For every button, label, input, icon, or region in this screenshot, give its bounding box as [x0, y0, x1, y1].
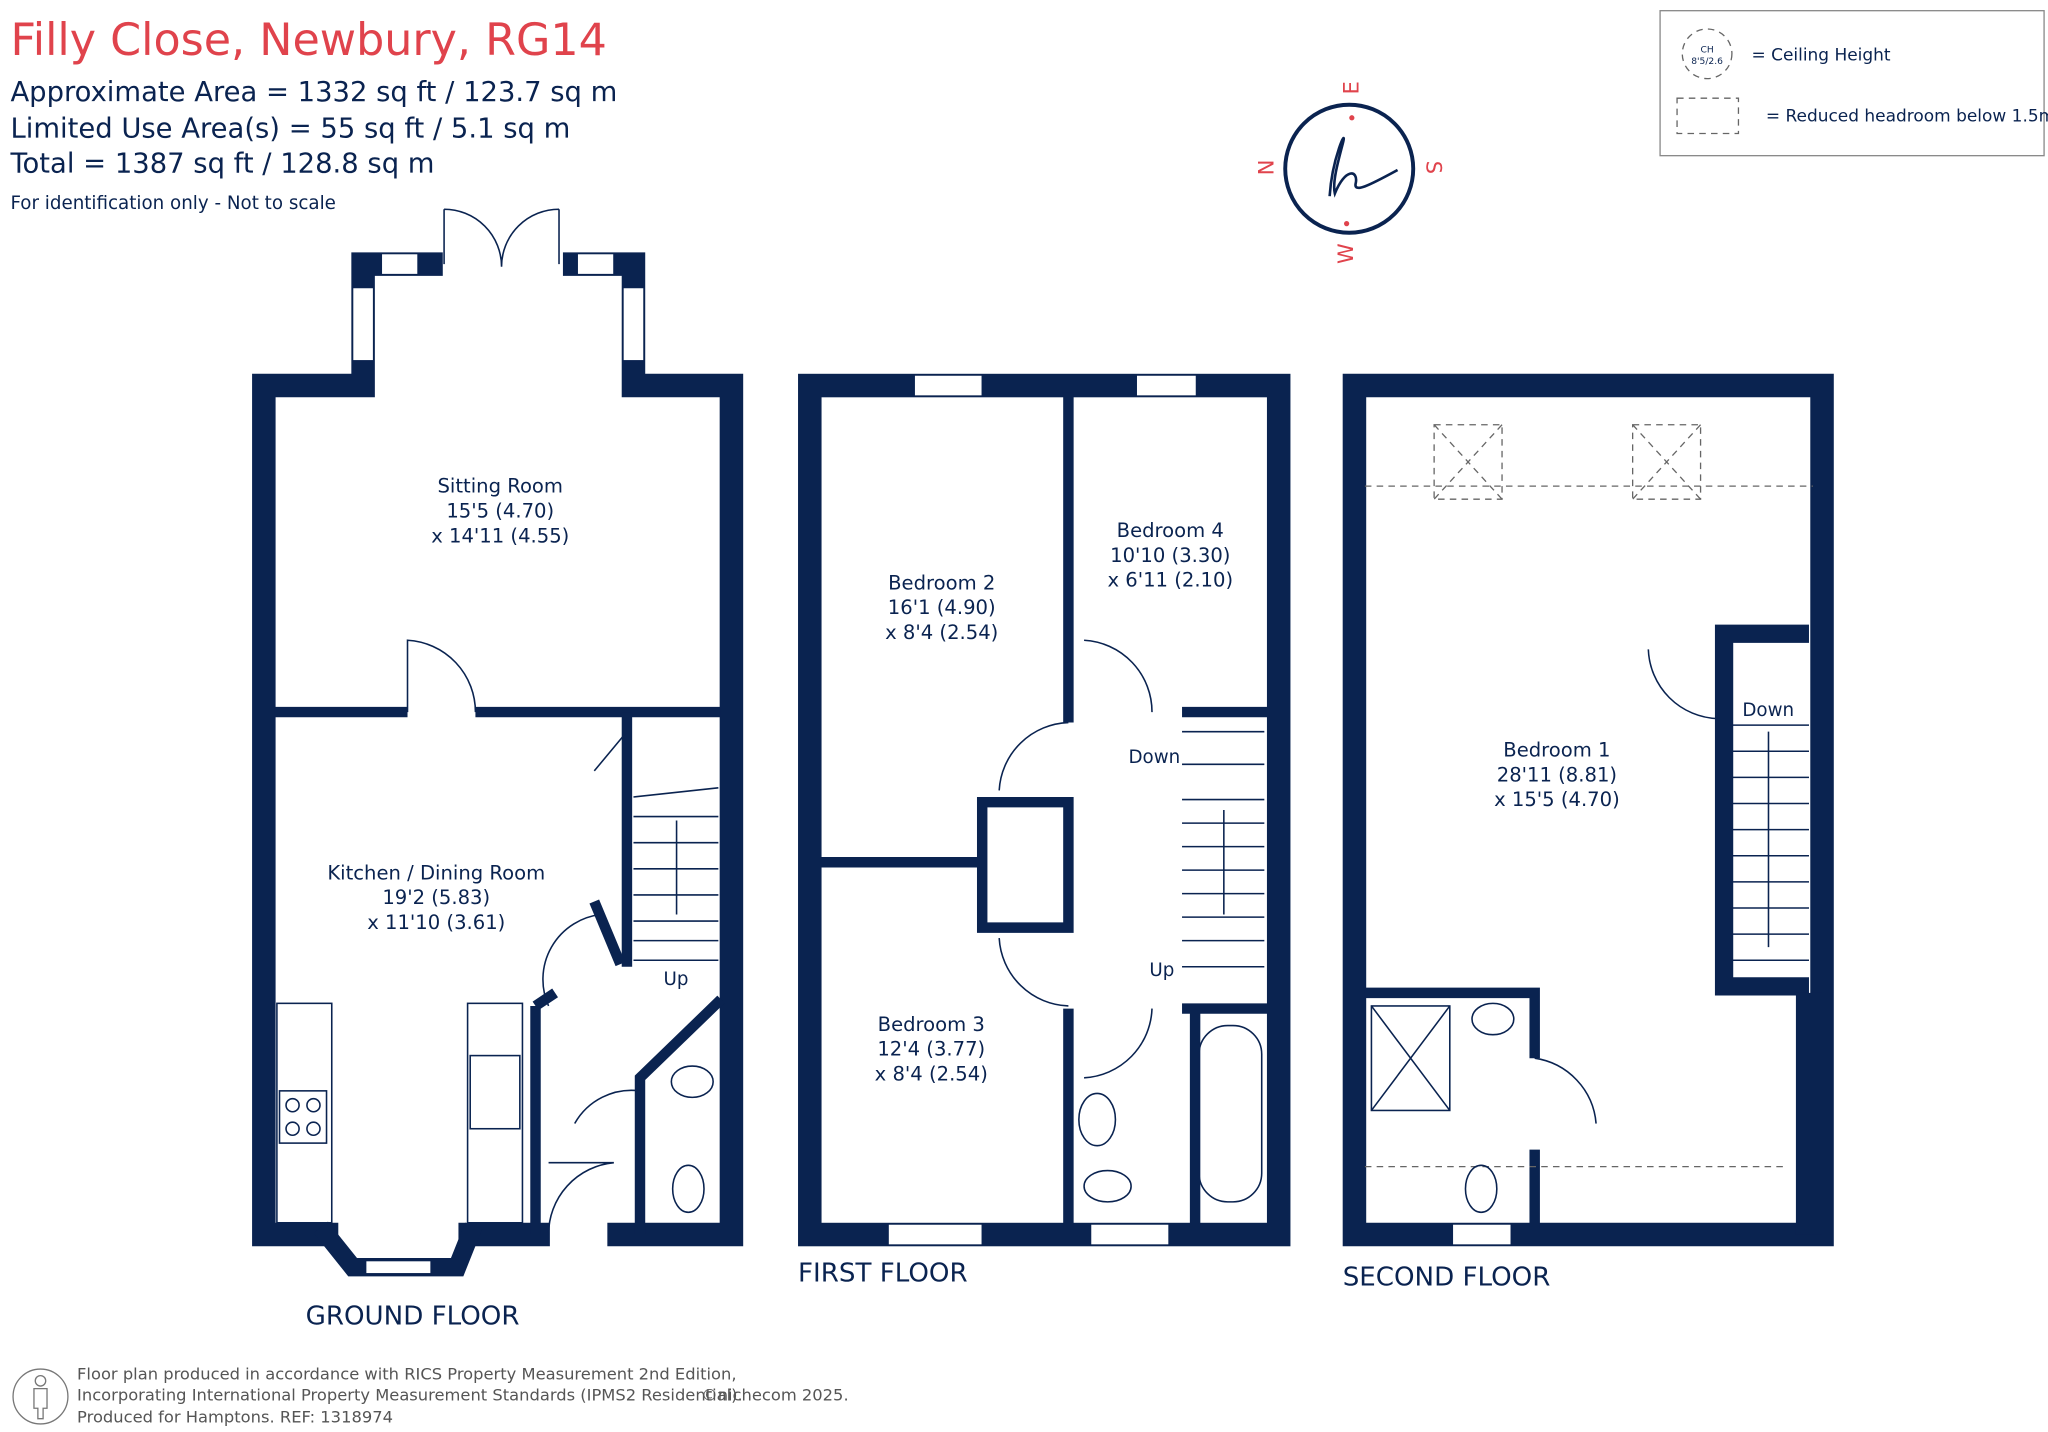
property-title: Filly Close, Newbury, RG14	[10, 15, 606, 66]
plan-label: 28'11 (8.81)	[1497, 763, 1617, 786]
first-floor-plan	[798, 373, 1291, 1247]
plan-label: 12'4 (3.77)	[877, 1038, 985, 1061]
plan-label: Produced for Hamptons. REF: 1318974	[77, 1408, 393, 1427]
plan-label: 10'10 (3.30)	[1110, 544, 1230, 567]
plan-label: 8'5/2.6	[1691, 57, 1723, 67]
logo-icon	[1328, 136, 1399, 198]
plan-label: x 6'11 (2.10)	[1107, 569, 1233, 592]
ceiling-height-icon	[1681, 28, 1733, 80]
toilet-icon	[671, 1164, 705, 1214]
sink-icon	[469, 1054, 521, 1130]
second-floor-label: SECOND FLOOR	[1343, 1262, 1551, 1292]
plan-label: x 8'4 (2.54)	[875, 1062, 988, 1085]
plan-label: x 11'10 (3.61)	[367, 911, 505, 934]
approximate-area: Approximate Area = 1332 sq ft / 123.7 sq…	[10, 77, 617, 108]
toilet-icon	[1083, 1169, 1132, 1203]
plan-label: Bedroom 2	[888, 571, 995, 594]
second-floor-plan	[1342, 373, 1834, 1247]
plan-label: x 14'11 (4.55)	[431, 524, 569, 547]
basin-icon	[1078, 1092, 1117, 1147]
toilet-icon	[1464, 1164, 1498, 1214]
plan-label: Bedroom 3	[878, 1013, 985, 1036]
plan-label: Bedroom 1	[1503, 738, 1610, 761]
shower-icon	[1370, 1005, 1451, 1112]
plan-label: x 15'5 (4.70)	[1494, 788, 1620, 811]
stairs-down-label: Down	[1128, 747, 1180, 768]
plan-label: ©nichecom 2025.	[701, 1385, 848, 1404]
legend: CH 8'5/2.6 = Ceiling Height = Reduced he…	[1659, 10, 2048, 157]
plan-label: 19'2 (5.83)	[382, 886, 490, 909]
stairs-up-label: Up	[1149, 960, 1174, 981]
plan-label: E	[1339, 81, 1363, 94]
plan-label: 15'5 (4.70)	[446, 499, 554, 522]
stairs-down-label: Down	[1742, 700, 1794, 721]
plan-label: Incorporating International Property Mea…	[77, 1385, 743, 1404]
hob-icon	[278, 1090, 328, 1144]
bath-icon	[1198, 1024, 1263, 1203]
plan-label: S	[1421, 161, 1445, 174]
plan-label: Floor plan produced in accordance with R…	[77, 1365, 737, 1384]
basin-icon	[670, 1065, 714, 1099]
plan-label: W	[1334, 243, 1358, 264]
legend-ceiling-height: = Ceiling Height	[1752, 45, 1891, 65]
person-icon	[12, 1368, 69, 1425]
plan-label: N	[1254, 160, 1278, 176]
legend-reduced-headroom: = Reduced headroom below 1.5m	[1766, 107, 2048, 127]
scale-note: For identification only - Not to scale	[10, 193, 335, 214]
first-floor-label: FIRST FLOOR	[798, 1259, 968, 1289]
plan-label: Bedroom 4	[1117, 519, 1224, 542]
plan-label: Kitchen / Dining Room	[327, 861, 545, 884]
limited-use-area: Limited Use Area(s) = 55 sq ft / 5.1 sq …	[10, 113, 570, 144]
stairs-up-label: Up	[664, 969, 689, 990]
footer: Floor plan produced in accordance with R…	[12, 1365, 849, 1427]
basin-icon	[1471, 1002, 1515, 1036]
compass: N E S W	[1254, 81, 1445, 264]
plan-label: 16'1 (4.90)	[888, 596, 996, 619]
plan-label: x 8'4 (2.54)	[885, 621, 998, 644]
ground-floor-plan	[252, 208, 744, 1277]
plan-label: Sitting Room	[438, 475, 563, 498]
plan-label: CH	[1700, 45, 1713, 55]
total-area: Total = 1387 sq ft / 128.8 sq m	[9, 149, 434, 180]
ground-floor-label: GROUND FLOOR	[306, 1302, 520, 1332]
